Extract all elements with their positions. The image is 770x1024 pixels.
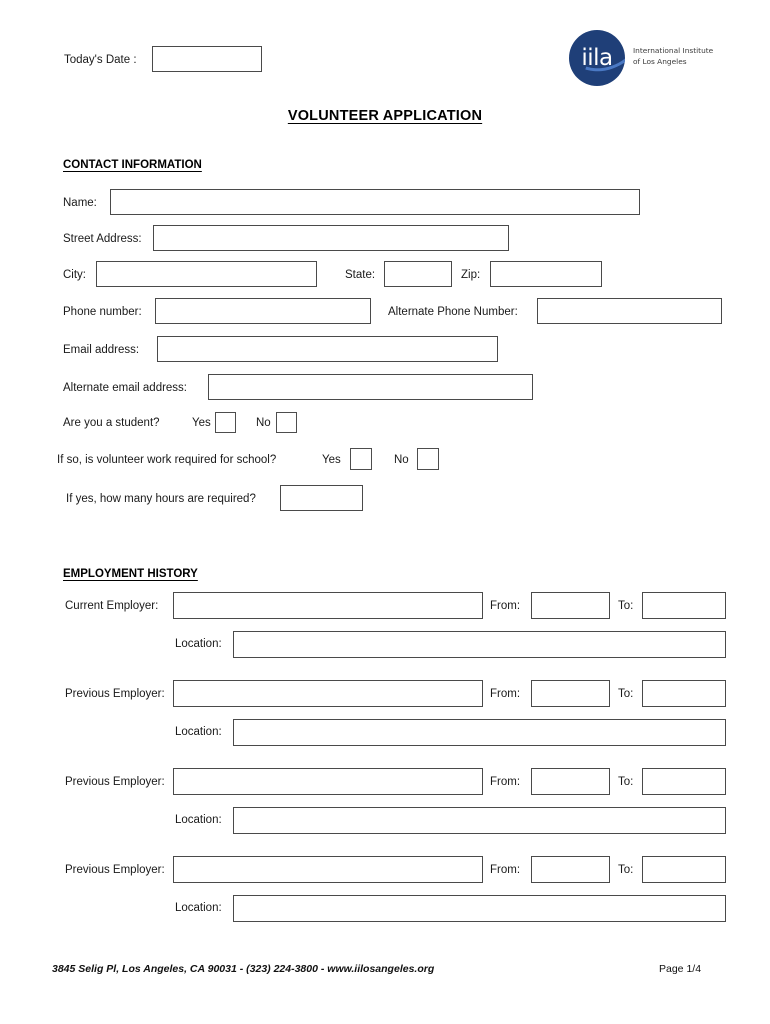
state-label: State:: [345, 269, 376, 281]
to-input-row-3[interactable]: [642, 856, 726, 883]
hours-required-input[interactable]: [280, 485, 363, 511]
employer-label-row-0: Current Employer:: [65, 600, 159, 612]
email-address-label: Email address:: [63, 344, 140, 356]
to-input-row-1[interactable]: [642, 680, 726, 707]
volunteer-required-no-label: No: [394, 454, 409, 466]
logo-org-line-2: of Los Angeles: [633, 56, 687, 66]
employer-input-row-1[interactable]: [173, 680, 483, 707]
location-input-row-2[interactable]: [233, 807, 726, 834]
student-no-checkbox[interactable]: [276, 412, 297, 433]
zip-label: Zip:: [461, 269, 481, 281]
location-label-row-1: Location:: [175, 726, 222, 738]
student-no-label: No: [256, 417, 271, 429]
name-input[interactable]: [110, 189, 640, 215]
street-address-label: Street Address:: [63, 233, 142, 245]
zip-input[interactable]: [490, 261, 602, 287]
logo-wordmark: iila: [581, 45, 613, 71]
street-address-input[interactable]: [153, 225, 509, 251]
alternate-phone-label: Alternate Phone Number:: [388, 306, 518, 318]
page-title-text: VOLUNTEER APPLICATION: [287, 108, 483, 124]
from-label-row-3: From:: [490, 864, 521, 876]
from-label-row-1: From:: [490, 688, 521, 700]
footer-address: 3845 Selig Pl, Los Angeles, CA 90031 - (…: [52, 963, 435, 975]
city-label: City:: [63, 269, 86, 281]
employer-label-row-2: Previous Employer:: [65, 776, 165, 788]
employer-input-row-3[interactable]: [173, 856, 483, 883]
employer-input-row-0[interactable]: [173, 592, 483, 619]
name-label: Name:: [63, 197, 97, 209]
location-label-row-0: Location:: [175, 638, 222, 650]
from-input-row-1[interactable]: [531, 680, 610, 707]
alternate-email-input[interactable]: [208, 374, 533, 400]
hours-required-question-label: If yes, how many hours are required?: [66, 493, 256, 505]
logo-org-line-1: International Institute: [633, 46, 714, 55]
from-input-row-3[interactable]: [531, 856, 610, 883]
volunteer-required-yes-checkbox[interactable]: [350, 448, 372, 470]
location-input-row-0[interactable]: [233, 631, 726, 658]
from-input-row-2[interactable]: [531, 768, 610, 795]
employer-label-row-1: Previous Employer:: [65, 688, 165, 700]
iila-logo: iila International Institute of Los Ange…: [569, 30, 729, 90]
footer-page-number: Page 1/4: [659, 963, 702, 975]
from-input-row-0[interactable]: [531, 592, 610, 619]
from-label-row-0: From:: [490, 600, 521, 612]
student-yes-label: Yes: [192, 417, 211, 429]
volunteer-required-no-checkbox[interactable]: [417, 448, 439, 470]
email-address-input[interactable]: [157, 336, 498, 362]
alternate-phone-input[interactable]: [537, 298, 722, 324]
to-label-row-2: To:: [618, 776, 634, 788]
alternate-email-label: Alternate email address:: [63, 382, 188, 394]
location-label-row-3: Location:: [175, 902, 222, 914]
state-input[interactable]: [384, 261, 452, 287]
volunteer-required-question-label: If so, is volunteer work required for sc…: [57, 454, 277, 466]
logo-organization-name: International Institute of Los Angeles: [633, 46, 713, 67]
to-input-row-2[interactable]: [642, 768, 726, 795]
student-yes-checkbox[interactable]: [215, 412, 236, 433]
student-question-label: Are you a student?: [63, 417, 160, 429]
employer-label-row-3: Previous Employer:: [65, 864, 165, 876]
to-label-row-0: To:: [618, 600, 634, 612]
to-label-row-1: To:: [618, 688, 634, 700]
location-input-row-3[interactable]: [233, 895, 726, 922]
phone-number-input[interactable]: [155, 298, 371, 324]
todays-date-input[interactable]: [152, 46, 262, 72]
employer-input-row-2[interactable]: [173, 768, 483, 795]
volunteer-required-yes-label: Yes: [322, 454, 341, 466]
contact-information-heading: CONTACT INFORMATION: [63, 159, 202, 171]
to-label-row-3: To:: [618, 864, 634, 876]
location-input-row-1[interactable]: [233, 719, 726, 746]
phone-number-label: Phone number:: [63, 306, 142, 318]
from-label-row-2: From:: [490, 776, 521, 788]
employment-history-heading: EMPLOYMENT HISTORY: [63, 568, 198, 580]
page-title: VOLUNTEER APPLICATION: [0, 108, 770, 124]
logo-circle-icon: iila: [569, 30, 625, 86]
to-input-row-0[interactable]: [642, 592, 726, 619]
location-label-row-2: Location:: [175, 814, 222, 826]
todays-date-label: Today's Date :: [64, 54, 137, 66]
city-input[interactable]: [96, 261, 317, 287]
